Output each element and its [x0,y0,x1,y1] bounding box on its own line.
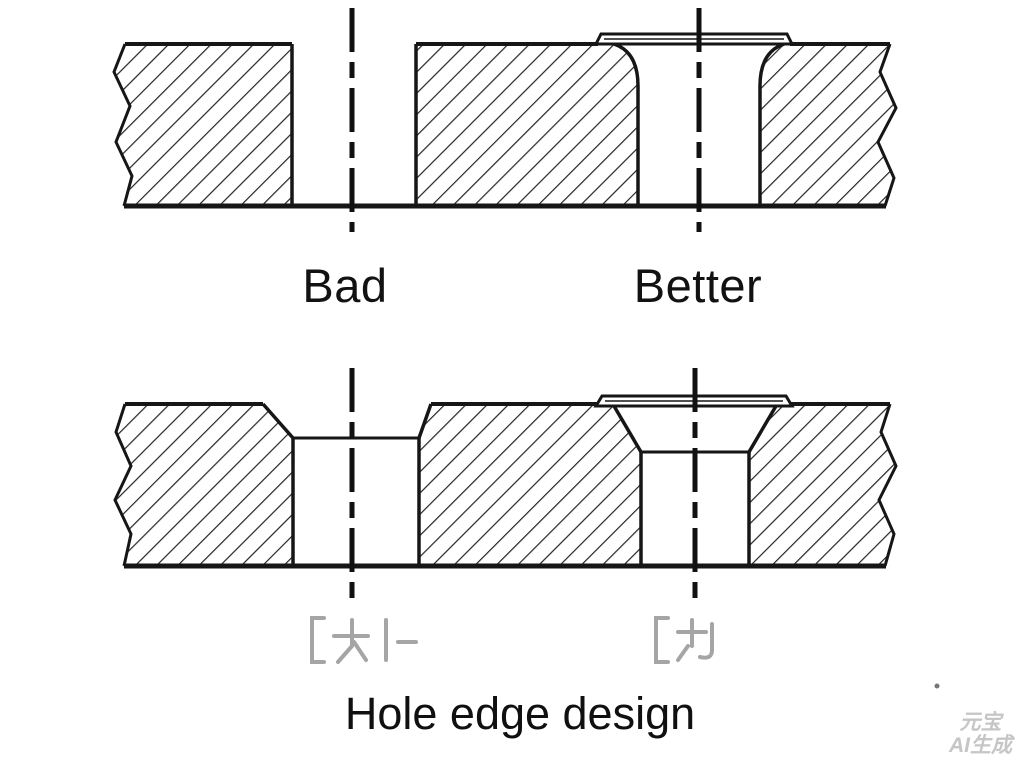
caption-title: Hole edge design [344,688,696,739]
bottom-bad-hole-walls [291,438,421,564]
top-bad-hole-walls [290,44,418,204]
watermark: 元宝 AI生成 [949,711,1012,758]
bottom-better-countersink-slopes [612,405,778,453]
watermark-line1: 元宝 [959,710,1002,734]
bad-label: Bad [302,259,388,312]
bottom-cross-section-figure [113,368,898,600]
bottom-bad-hole-cutout [263,404,431,564]
bottom-better-hole-walls [639,452,751,564]
bottom-bad-hole-chamfers [261,402,433,440]
watermark-line2: AI生成 [949,734,1012,758]
faded-annotation-left-icon [310,616,418,664]
bottom-bar-left-break-edge [113,403,133,567]
top-bar-left-break-edge [112,43,134,207]
stray-dot-artifact [934,683,940,689]
top-bar-right-break-edge [876,43,898,207]
bottom-bar-right-break-edge [877,403,898,567]
faded-annotation-right-icon [654,616,714,664]
top-bar-hatched-material [114,44,896,206]
bottom-bar-hatched-material [115,404,896,566]
better-label: Better [633,259,763,312]
top-better-hole-walls [613,42,785,204]
top-cross-section-figure [112,8,898,232]
